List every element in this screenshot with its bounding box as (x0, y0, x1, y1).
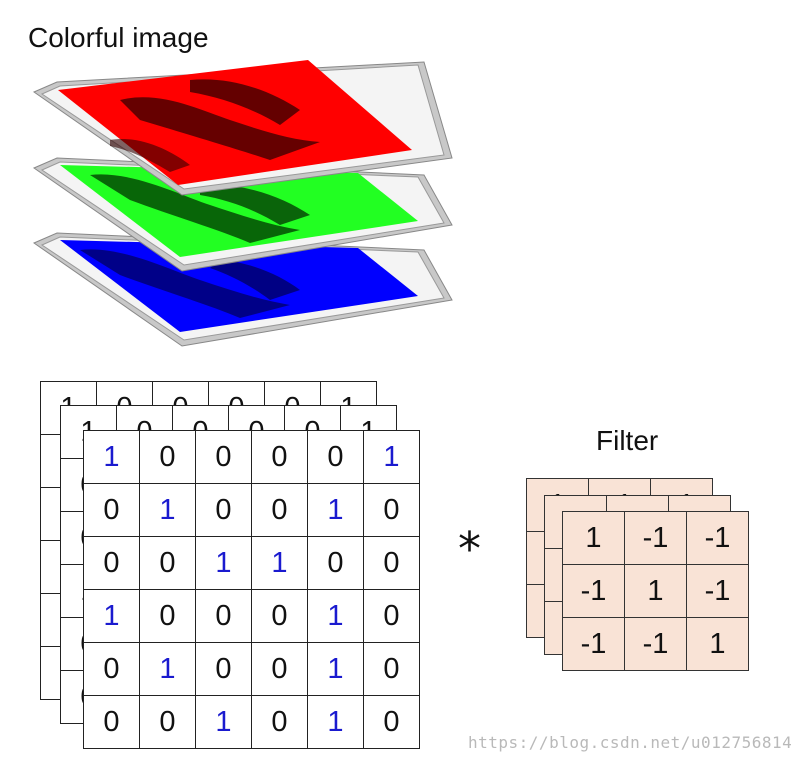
image-title: Colorful image (28, 22, 209, 53)
matrix-cell: 1 (307, 642, 364, 696)
matrix-cell: -1 (624, 617, 687, 671)
matrix-cell: 1 (363, 430, 420, 484)
matrix-cell: 0 (251, 483, 308, 537)
matrix-cell: 0 (195, 642, 252, 696)
matrix-cell: -1 (562, 564, 625, 618)
matrix-cell: -1 (686, 564, 749, 618)
matrix-cell: 1 (195, 536, 252, 590)
convolution-operator: * (458, 522, 481, 576)
matrix-cell: 1 (83, 589, 140, 643)
matrix-cell: 0 (363, 483, 420, 537)
rgb-layer-stack (32, 60, 453, 347)
matrix-cell: 0 (83, 642, 140, 696)
matrix-cell: -1 (562, 617, 625, 671)
matrix-cell: 0 (139, 430, 196, 484)
matrix-cell: 0 (195, 430, 252, 484)
matrix-cell: 0 (195, 589, 252, 643)
matrix-cell: 1 (251, 536, 308, 590)
watermark-url: https://blog.csdn.net/u012756814 (468, 733, 793, 752)
matrix-cell: 0 (363, 642, 420, 696)
matrix-cell: 1 (562, 511, 625, 565)
matrix-cell: 0 (139, 536, 196, 590)
matrix-cell: 0 (251, 430, 308, 484)
matrix-cell: 1 (307, 589, 364, 643)
matrix-cell: 0 (195, 483, 252, 537)
matrix-cell: 0 (251, 695, 308, 749)
red-channel-layer (32, 60, 453, 196)
matrix-cell: 0 (83, 695, 140, 749)
green-channel-layer (32, 157, 453, 272)
filter-title: Filter (596, 425, 659, 456)
matrix-cell: 1 (139, 642, 196, 696)
matrix-cell: 0 (83, 536, 140, 590)
matrix-cell: 0 (307, 430, 364, 484)
matrix-cell: -1 (686, 511, 749, 565)
matrix-cell: 0 (363, 695, 420, 749)
matrix-cell: 1 (195, 695, 252, 749)
matrix-cell: 0 (251, 642, 308, 696)
matrix-cell: 0 (307, 536, 364, 590)
matrix-cell: 1 (686, 617, 749, 671)
matrix-cell: 1 (139, 483, 196, 537)
matrix-cell: 0 (363, 536, 420, 590)
matrix-cell: 0 (251, 589, 308, 643)
matrix-cell: 0 (139, 589, 196, 643)
blue-channel-layer (32, 232, 453, 347)
matrix-cell: 1 (83, 430, 140, 484)
matrix-cell: -1 (624, 511, 687, 565)
matrix-cell: 0 (139, 695, 196, 749)
matrix-cell: 0 (83, 483, 140, 537)
matrix-row: 1-1-1 (562, 511, 749, 565)
matrix-cell: 1 (307, 695, 364, 749)
matrix-cell: 1 (307, 483, 364, 537)
matrix-cell: 0 (363, 589, 420, 643)
matrix-cell: 1 (624, 564, 687, 618)
